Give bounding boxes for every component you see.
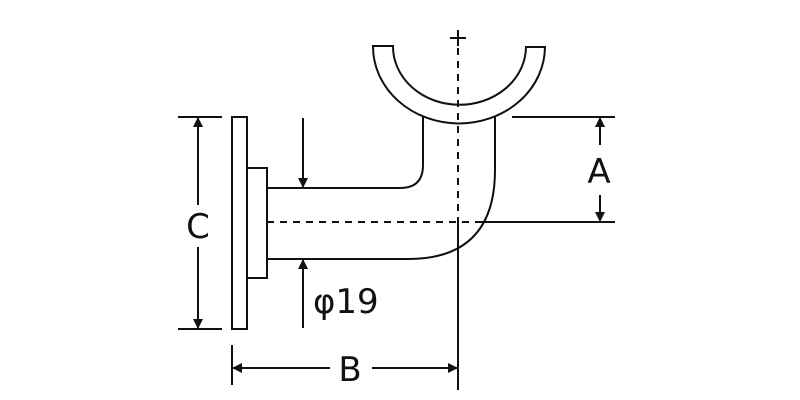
mounting-boss: [246, 167, 268, 279]
dimension-a-label: A: [587, 152, 610, 192]
center-cross-mark: [450, 30, 466, 46]
pipe-outer-edge: [267, 117, 496, 260]
saddle-cup: [371, 45, 547, 125]
wall-plate: [231, 116, 248, 330]
dimension-c-label: C: [186, 207, 210, 247]
diameter-label: φ19: [313, 282, 379, 322]
dimension-b-label: B: [338, 350, 361, 390]
pipe-inner-edge: [267, 117, 424, 189]
